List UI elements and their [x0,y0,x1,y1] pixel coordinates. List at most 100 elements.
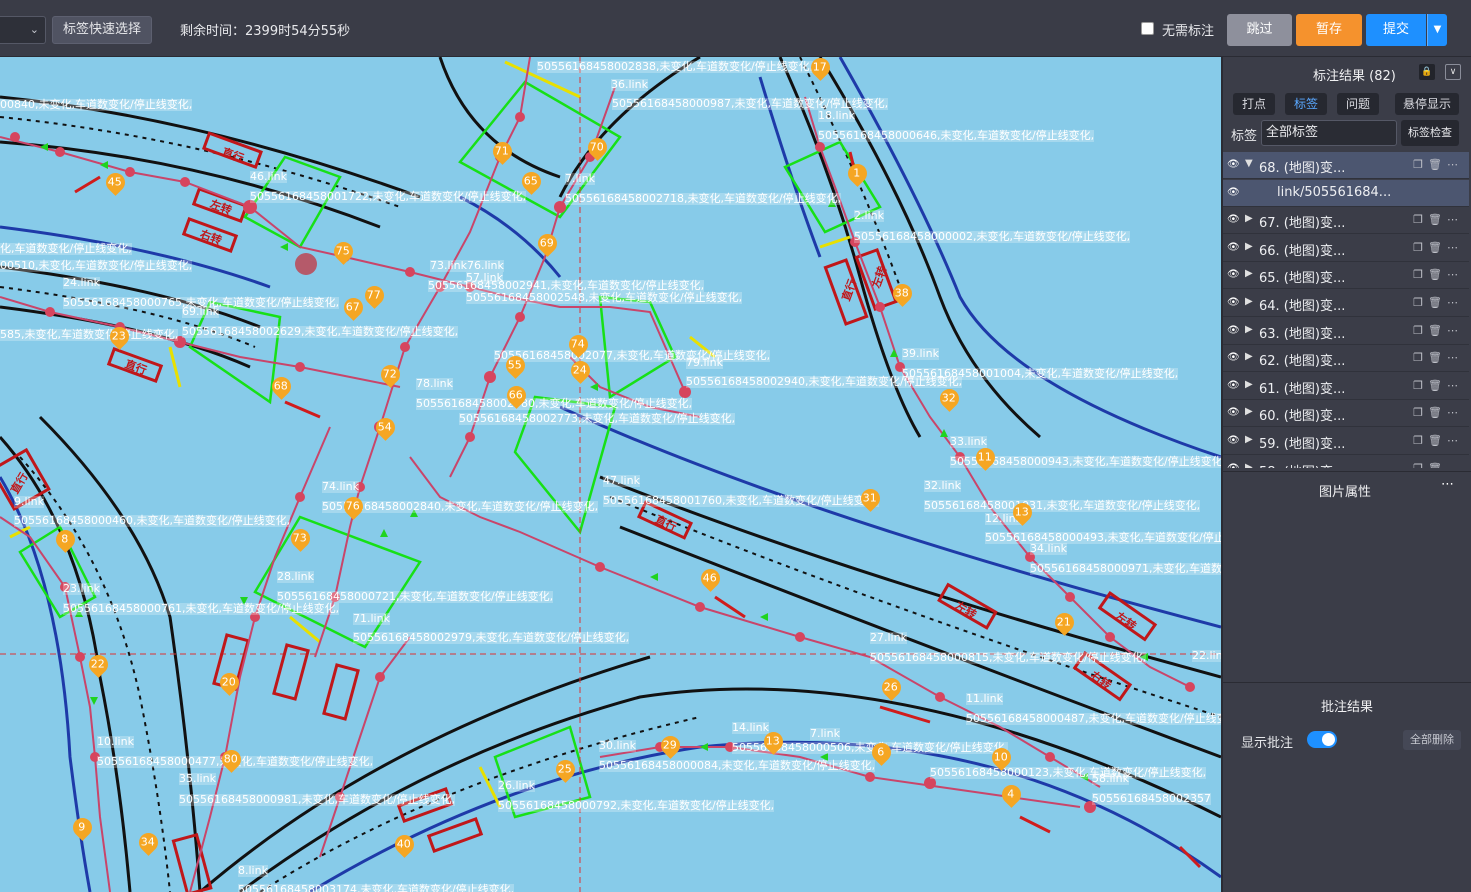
eye-icon[interactable]: 👁 [1227,324,1240,336]
map-link-label[interactable]: 50556168458002941,未变化,车道数变化/停止线变化, [428,279,705,292]
map-link-label[interactable]: 71.link [353,612,390,625]
caret-right-icon[interactable]: ▶ [1245,240,1253,252]
eye-icon[interactable]: 👁 [1227,463,1241,468]
delete-icon[interactable]: 🗑 [1428,158,1447,171]
map-link-label[interactable]: 32.link [924,479,961,492]
map-link-label[interactable]: 00510,未变化,车道数变化/停止线变化, [0,259,193,272]
caret-right-icon[interactable]: ▶ [1245,351,1253,363]
row-actions[interactable]: ❐🗑⋯ [1413,324,1463,337]
map-link-label[interactable]: 50556168458002718,未变化,车道数变化/停止线变化, [565,192,842,205]
map-link-label[interactable]: 50556168458002548,未变化,车道数变化/停止线变化, [466,291,743,304]
map-link-label[interactable]: 50556168458000487,未变化,车道数变化/停止线变化, [966,713,1221,725]
more-icon[interactable]: ⋯ [1441,477,1454,492]
tab-hover-display[interactable]: 悬停显示 [1395,93,1459,115]
map-link-label[interactable]: 27.link [870,631,907,644]
map-link-label[interactable]: 50556168458000506,未变化,车道数变化/停止线变化, [732,741,1009,754]
more-icon[interactable]: ⋯ [1447,434,1463,447]
map-link-label[interactable]: 23.link [63,582,100,595]
result-item[interactable]: 👁▶62. (地图)变...❐🗑⋯ [1223,345,1469,373]
map-link-label[interactable]: 50556168458002979,未变化,车道数变化/停止线变化, [353,631,630,644]
map-link-label[interactable]: 50556168458002940,未变化,车道数变化/停止线变化, [686,375,963,388]
eye-icon[interactable]: 👁 [1227,435,1240,446]
map-link-label[interactable]: 79.link [686,356,723,369]
map-link-label[interactable]: 50556168458002838,未变化,车道数变化/停止线变化, [537,60,814,73]
more-icon[interactable]: ⋯ [1447,213,1463,227]
map-link-label[interactable]: 46.link [250,170,287,183]
row-actions[interactable]: ❐🗑⋯ [1413,213,1463,226]
map-link-label[interactable]: 50556168458001031,未变化,车道数变化/停止线变化, [924,499,1201,512]
more-icon[interactable]: ⋯ [1447,323,1463,337]
delete-icon[interactable]: 🗑 [1428,406,1447,420]
map-link-label[interactable]: 50556168458001004,未变化,车道数变化/停止线变化, [902,367,1179,380]
map-link-label[interactable]: 50556168458000943,未变化,车道数变化/停止线变化, [950,456,1221,468]
label-check-button[interactable]: 标签检查 [1401,120,1459,146]
eye-icon[interactable]: 👁 [1227,352,1240,364]
map-link-label[interactable]: 7.link [810,727,840,740]
row-actions[interactable]: ❐🗑⋯ [1413,158,1463,171]
eye-icon[interactable]: 👁 [1227,297,1240,308]
copy-icon[interactable]: ❐ [1413,351,1429,365]
delete-icon[interactable]: 🗑 [1428,462,1447,468]
map-link-label[interactable]: 36.link [611,78,648,91]
result-sub-item[interactable]: 👁link/505561684... [1223,179,1469,207]
map-link-label[interactable]: 22.link [1192,650,1221,662]
copy-icon[interactable]: ❐ [1413,240,1429,254]
tab-issues[interactable]: 问题 [1337,93,1379,115]
tab-points[interactable]: 打点 [1233,93,1275,115]
copy-icon[interactable]: ❐ [1413,296,1429,309]
map-link-label[interactable]: 39.link [902,347,939,360]
submit-button[interactable]: 提交 [1366,14,1426,46]
result-item[interactable]: 👁▶60. (地图)变...❐🗑⋯ [1223,400,1469,428]
map-link-label[interactable]: 50556168458000987,未变化,车道数变化/停止线变化, [612,97,889,110]
map-link-label[interactable]: 30.link [599,739,636,752]
map-link-label[interactable]: 50556168458000971,未变化,车道数变化/停止线变化, [1030,563,1221,575]
map-link-label[interactable]: 585,未变化,车道数变化/停止线变化, [0,328,179,341]
show-annotation-toggle[interactable] [1307,731,1337,748]
delete-icon[interactable]: 🗑 [1428,378,1447,392]
map-link-label[interactable]: 78.link [416,377,453,390]
copy-icon[interactable]: ❐ [1413,406,1429,420]
map-link-label[interactable]: 18.link [818,109,855,122]
map-link-label[interactable]: 28.link [277,570,314,583]
row-actions[interactable]: ❐🗑⋯ [1413,462,1463,468]
map-link-label[interactable]: 50556168458002980,未变化,车道数变化/停止线变化, [416,397,693,410]
map-link-label[interactable]: 34.link [1030,542,1067,555]
map-link-label[interactable]: 50556168458002840,未变化,车道数变化/停止线变化, [322,500,599,513]
copy-icon[interactable]: ❐ [1413,268,1429,282]
more-icon[interactable]: ⋯ [1447,296,1463,309]
result-item[interactable]: 👁▶67. (地图)变...❐🗑⋯ [1223,207,1469,235]
lock-icon[interactable]: 🔒 [1419,64,1435,80]
row-actions[interactable]: ❐🗑⋯ [1413,351,1463,364]
row-actions[interactable]: ❐🗑⋯ [1413,434,1463,447]
caret-right-icon[interactable]: ▶ [1245,323,1253,335]
map-link-label[interactable]: 47.link [603,474,640,487]
map-link-label[interactable]: 50556168458000646,未变化,车道数变化/停止线变化, [818,129,1095,142]
copy-icon[interactable]: ❐ [1413,323,1429,337]
map-link-label[interactable]: 10.link [97,735,134,748]
caret-right-icon[interactable]: ▶ [1245,434,1253,445]
more-icon[interactable]: ⋯ [1447,378,1463,392]
row-actions[interactable]: ❐🗑⋯ [1413,379,1463,392]
map-canvas[interactable]: 50556168458002838,未变化,车道数变化/停止线变化, 36.li… [0,57,1221,892]
map-link-label[interactable]: 50556168458001722,未变化,车道数变化/停止线变化, [250,190,527,203]
map-link-label[interactable]: 50556168458003174,未变化,车道数变化/停止线变化, [238,884,515,892]
map-link-label[interactable]: 00840,未变化,车道数变化/停止线变化, [0,98,193,111]
copy-icon[interactable]: ❐ [1413,462,1428,468]
caret-right-icon[interactable]: ▶ [1245,461,1253,468]
result-item[interactable]: 👁▶64. (地图)变...❐🗑⋯ [1223,290,1469,317]
more-icon[interactable]: ⋯ [1447,158,1463,171]
result-item[interactable]: 👁▶65. (地图)变...❐🗑⋯ [1223,262,1469,290]
eye-icon[interactable]: 👁 [1227,407,1240,419]
delete-icon[interactable]: 🗑 [1428,296,1447,309]
save-draft-button[interactable]: 暂存 [1296,14,1362,46]
more-icon[interactable]: ⋯ [1447,406,1463,420]
eye-icon[interactable]: 👁 [1227,269,1240,281]
row-actions[interactable]: ❐🗑⋯ [1413,241,1463,254]
map-link-label[interactable]: 8.link [238,864,268,877]
delete-icon[interactable]: 🗑 [1428,213,1447,227]
map-link-label[interactable]: 69.link [182,305,219,318]
collapse-icon[interactable]: ∨ [1445,64,1461,80]
map-link-label[interactable]: 9.link [14,495,44,508]
more-icon[interactable]: ⋯ [1447,268,1463,282]
map-link-label[interactable]: 50556168458000493,未变化,车道数变化/停止线变化, [985,532,1221,544]
